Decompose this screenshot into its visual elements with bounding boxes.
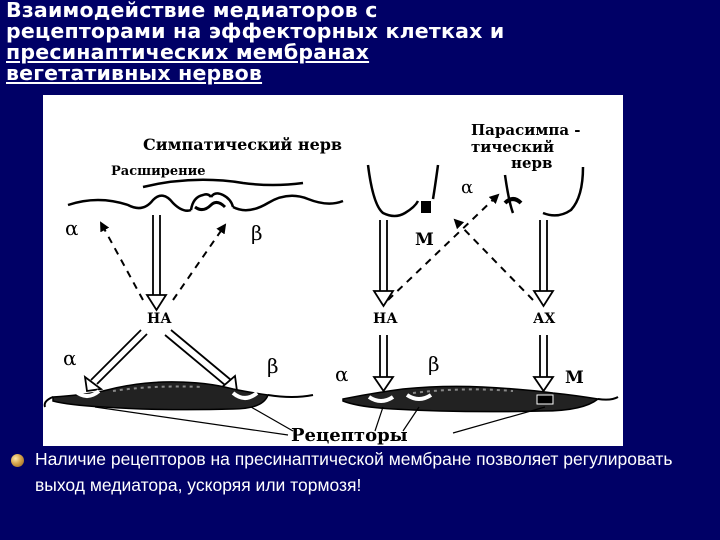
left-nerve-terminal xyxy=(67,178,344,212)
alpha-label-upper-right: α xyxy=(461,177,473,198)
feedback-arrow-beta-left xyxy=(172,223,227,301)
m-label-lower: М xyxy=(565,368,584,388)
title-line-4: вегетативных нервов xyxy=(6,61,263,85)
alpha-label-upper-left: α xyxy=(65,216,79,240)
m-receptor-presynaptic xyxy=(421,201,431,213)
alpha-label-lower-left: α xyxy=(63,346,77,370)
effector-cell-right xyxy=(342,385,619,413)
m-receptor-effector xyxy=(536,394,554,405)
feedback-arrow-to-m xyxy=(453,218,534,301)
ach-arrow-lower xyxy=(532,335,555,393)
bullet-icon xyxy=(11,454,24,467)
receptors-label: Рецепторы xyxy=(291,425,408,446)
sympathetic-fiber-right xyxy=(366,164,440,218)
feedback-arrow-alpha-left xyxy=(100,221,144,301)
na-arrow-lower xyxy=(372,335,395,393)
na-arrow-to-alpha-receptor xyxy=(83,329,148,393)
bullet-text: Наличие рецепторов на пресинаптической м… xyxy=(35,449,673,495)
title-line-1: Взаимодействие медиаторов с xyxy=(6,0,378,22)
beta-label-lower-right: β xyxy=(428,352,440,376)
sympathetic-nerve-label: Симпатический нерв xyxy=(143,135,342,154)
parasympathetic-fiber xyxy=(503,166,585,217)
effector-cell-left xyxy=(43,381,314,411)
parasympathetic-nerve-label-1: Парасимпа - xyxy=(471,121,581,139)
beta-label-upper-left: β xyxy=(251,221,263,245)
receptor-diagram: Симпатический нерв Парасимпа - тический … xyxy=(43,95,623,446)
title-line-3: пресинаптических мембранах xyxy=(6,40,370,64)
beta-label-lower-left: β xyxy=(267,354,279,378)
title-line-2: рецепторами на эффекторных клетках и xyxy=(6,19,505,43)
receptor-pointers xyxy=(94,406,546,436)
na-release-arrow-left xyxy=(145,215,168,312)
alpha-receptor-presynaptic xyxy=(503,197,523,205)
parasympathetic-nerve-label-3: нерв xyxy=(511,154,552,172)
ach-label: АХ xyxy=(533,311,555,327)
na-label-right: НА xyxy=(373,311,398,327)
na-release-arrow-right xyxy=(372,220,395,308)
parasympathetic-nerve-label-2: тический xyxy=(471,138,554,156)
m-label-upper: М xyxy=(415,230,434,250)
slide-title: Взаимодействие медиаторов с рецепторами … xyxy=(6,0,716,92)
alpha-label-lower-right: α xyxy=(335,362,349,386)
feedback-arrow-to-presynaptic-alpha xyxy=(387,193,500,301)
na-label-left: НА xyxy=(147,311,172,327)
ach-release-arrow xyxy=(532,220,555,308)
dilation-label: Расширение xyxy=(111,164,206,179)
